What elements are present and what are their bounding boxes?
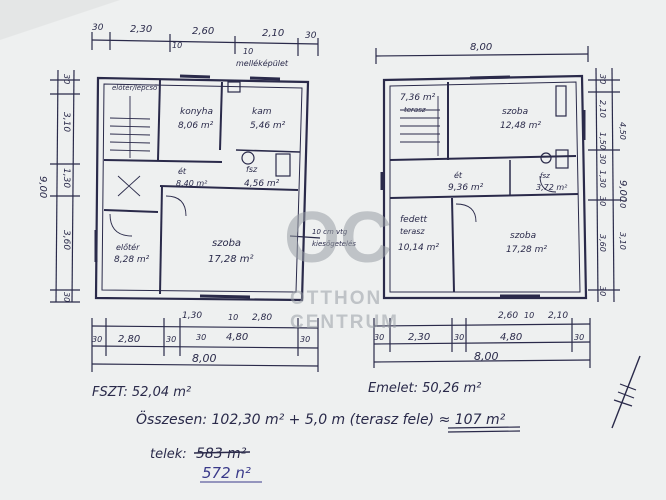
watermark-line2: CENTRUM — [290, 312, 399, 333]
room-eloter: előtér — [116, 242, 140, 252]
dim-right-side-4: 30 — [598, 154, 607, 164]
room-szoba2: szoba — [510, 231, 536, 241]
dim-right-bottom-2: 2,30 — [408, 332, 430, 343]
dim-side-3: 1,30 — [61, 168, 71, 188]
dim-right-side-6: 30 — [598, 196, 607, 206]
dim-top-2: 2,30 — [130, 24, 152, 35]
room-et-area: 8,40 m² — [176, 179, 208, 188]
room-szoba-area: 17,28 m² — [208, 254, 254, 265]
room-szoba: szoba — [212, 238, 241, 249]
room-fedett-terasz: terasz — [400, 227, 425, 236]
dim-right-bottom-4: 4,80 — [500, 332, 522, 343]
dim-right-side-2: 2,10 — [598, 100, 607, 118]
room-szoba1-area: 12,48 m² — [500, 121, 541, 131]
dim-bottom-2: 2,80 — [118, 334, 140, 345]
dim-top-inner-2: 10 — [243, 47, 253, 56]
dim-bottom-inner-5: 4,80 — [226, 332, 248, 343]
dim-right-bottom-total: 8,00 — [474, 350, 499, 363]
room-et: ét — [178, 166, 187, 176]
ground-floor-labels: 30 2,30 2,60 2,10 30 10 10 melléképület … — [37, 23, 356, 400]
outer-wall — [94, 76, 310, 302]
top-dimension-line — [91, 39, 319, 45]
dim-top-total-right: 8,00 — [470, 42, 492, 53]
room-et-right: ét — [454, 170, 463, 180]
room-eloto-stairs: előtér/lépcső — [112, 83, 158, 92]
otthon-centrum-watermark: OC OTTHON CENTRUM — [284, 198, 399, 333]
dim-right-side-11: 10 — [618, 198, 627, 208]
dim-side-4: 3,60 — [61, 230, 71, 250]
dim-top-1: 30 — [92, 23, 104, 33]
dim-bottom-inner-1: 1,30 — [182, 311, 202, 321]
dim-top-5: 30 — [305, 31, 317, 41]
room-szoba1: szoba — [502, 107, 528, 117]
dim-right-bottom-1: 30 — [374, 333, 384, 342]
room-kamra-area: 5,46 m² — [250, 121, 286, 131]
dim-right-bottom-3: 30 — [454, 333, 464, 342]
annex-label: melléképület — [236, 58, 289, 68]
dim-bottom-3: 30 — [166, 335, 176, 344]
dim-right-inner-3: 2,10 — [548, 311, 568, 321]
dim-right-bottom-5: 30 — [574, 333, 584, 342]
upper-floor-labels: 8,00 7,36 m² terasz szoba 12,48 m² ét 9,… — [368, 42, 628, 396]
room-konyha: konyha — [180, 107, 213, 117]
total-area: Összesen: 102,30 m² + 5,0 m (terasz fele… — [136, 410, 506, 428]
room-konyha-area: 8,06 m² — [178, 121, 214, 131]
room-fedett: fedett — [400, 215, 427, 225]
dim-right-side-total: 9,00 — [617, 180, 628, 202]
room-furdo-area: 4,56 m² — [244, 179, 280, 189]
ground-floor-plan — [50, 32, 321, 372]
dim-right-side-3: 1,50 — [598, 132, 607, 150]
wall-note-2: kiesőgetelés — [312, 239, 356, 248]
room-et-right-area: 9,36 m² — [448, 183, 484, 193]
dim-right-side-12: 30 — [598, 286, 607, 296]
dim-side-total: 9,00 — [37, 176, 48, 198]
dim-side-2: 3,10 — [61, 112, 71, 132]
dim-right-side-9: 4,50 — [618, 122, 627, 140]
dim-right-inner-2: 10 — [524, 311, 534, 320]
dim-right-side-5: 1,30 — [598, 170, 607, 188]
dim-bottom-inner-2: 10 — [228, 313, 238, 322]
dim-right-side-7: 3,60 — [598, 234, 607, 252]
dim-right-side-10: 3,10 — [618, 232, 627, 250]
dim-bottom-inner-3: 2,80 — [252, 313, 272, 323]
dim-top-3: 2,60 — [192, 26, 214, 37]
room-wc-area: 7,36 m² — [400, 93, 436, 103]
upper-outer-wall — [382, 74, 588, 300]
room-terasz-top: terasz — [404, 106, 426, 114]
dim-top-4: 2,10 — [262, 28, 284, 39]
room-furdo-right: fsz — [540, 172, 550, 180]
dim-right-inner-1: 2,60 — [498, 311, 518, 321]
watermark-line1: OTTHON — [290, 288, 382, 309]
ground-floor-area: FSZT: 52,04 m² — [92, 385, 191, 400]
dim-bottom-5: 30 — [300, 335, 310, 344]
dim-side-6: 30 — [62, 292, 71, 302]
dim-bottom-1: 30 — [92, 335, 102, 344]
area-summary: Összesen: 102,30 m² + 5,0 m (terasz fele… — [136, 410, 521, 483]
plot-label: telek: — [150, 447, 187, 462]
dim-right-side-1: 30 — [598, 74, 607, 84]
dim-bottom-total: 8,00 — [192, 352, 217, 365]
room-kamra: kam — [252, 107, 272, 117]
dim-side-1: 30 — [62, 74, 71, 84]
watermark-logo: OC — [284, 198, 392, 278]
dim-bottom-inner-4: 30 — [196, 333, 206, 342]
room-furdo-right-area: 3,72 m² — [536, 183, 568, 192]
room-eloter-area: 8,28 m² — [114, 255, 150, 265]
dim-top-inner-1: 10 — [172, 41, 182, 50]
plot-area-new: 572 n² — [202, 464, 251, 482]
upper-floor-plan — [373, 46, 641, 429]
stairs-left — [109, 96, 151, 158]
wall-note-1: 10 cm vtg — [312, 228, 348, 236]
plot-area-old: 583 m² — [196, 446, 247, 462]
room-szoba2-area: 17,28 m² — [506, 245, 547, 255]
room-furdo: fsz — [246, 165, 258, 174]
room-fedett-area: 10,14 m² — [398, 243, 439, 253]
stairs-right — [400, 96, 440, 156]
upper-floor-area: Emelet: 50,26 m² — [368, 381, 481, 396]
